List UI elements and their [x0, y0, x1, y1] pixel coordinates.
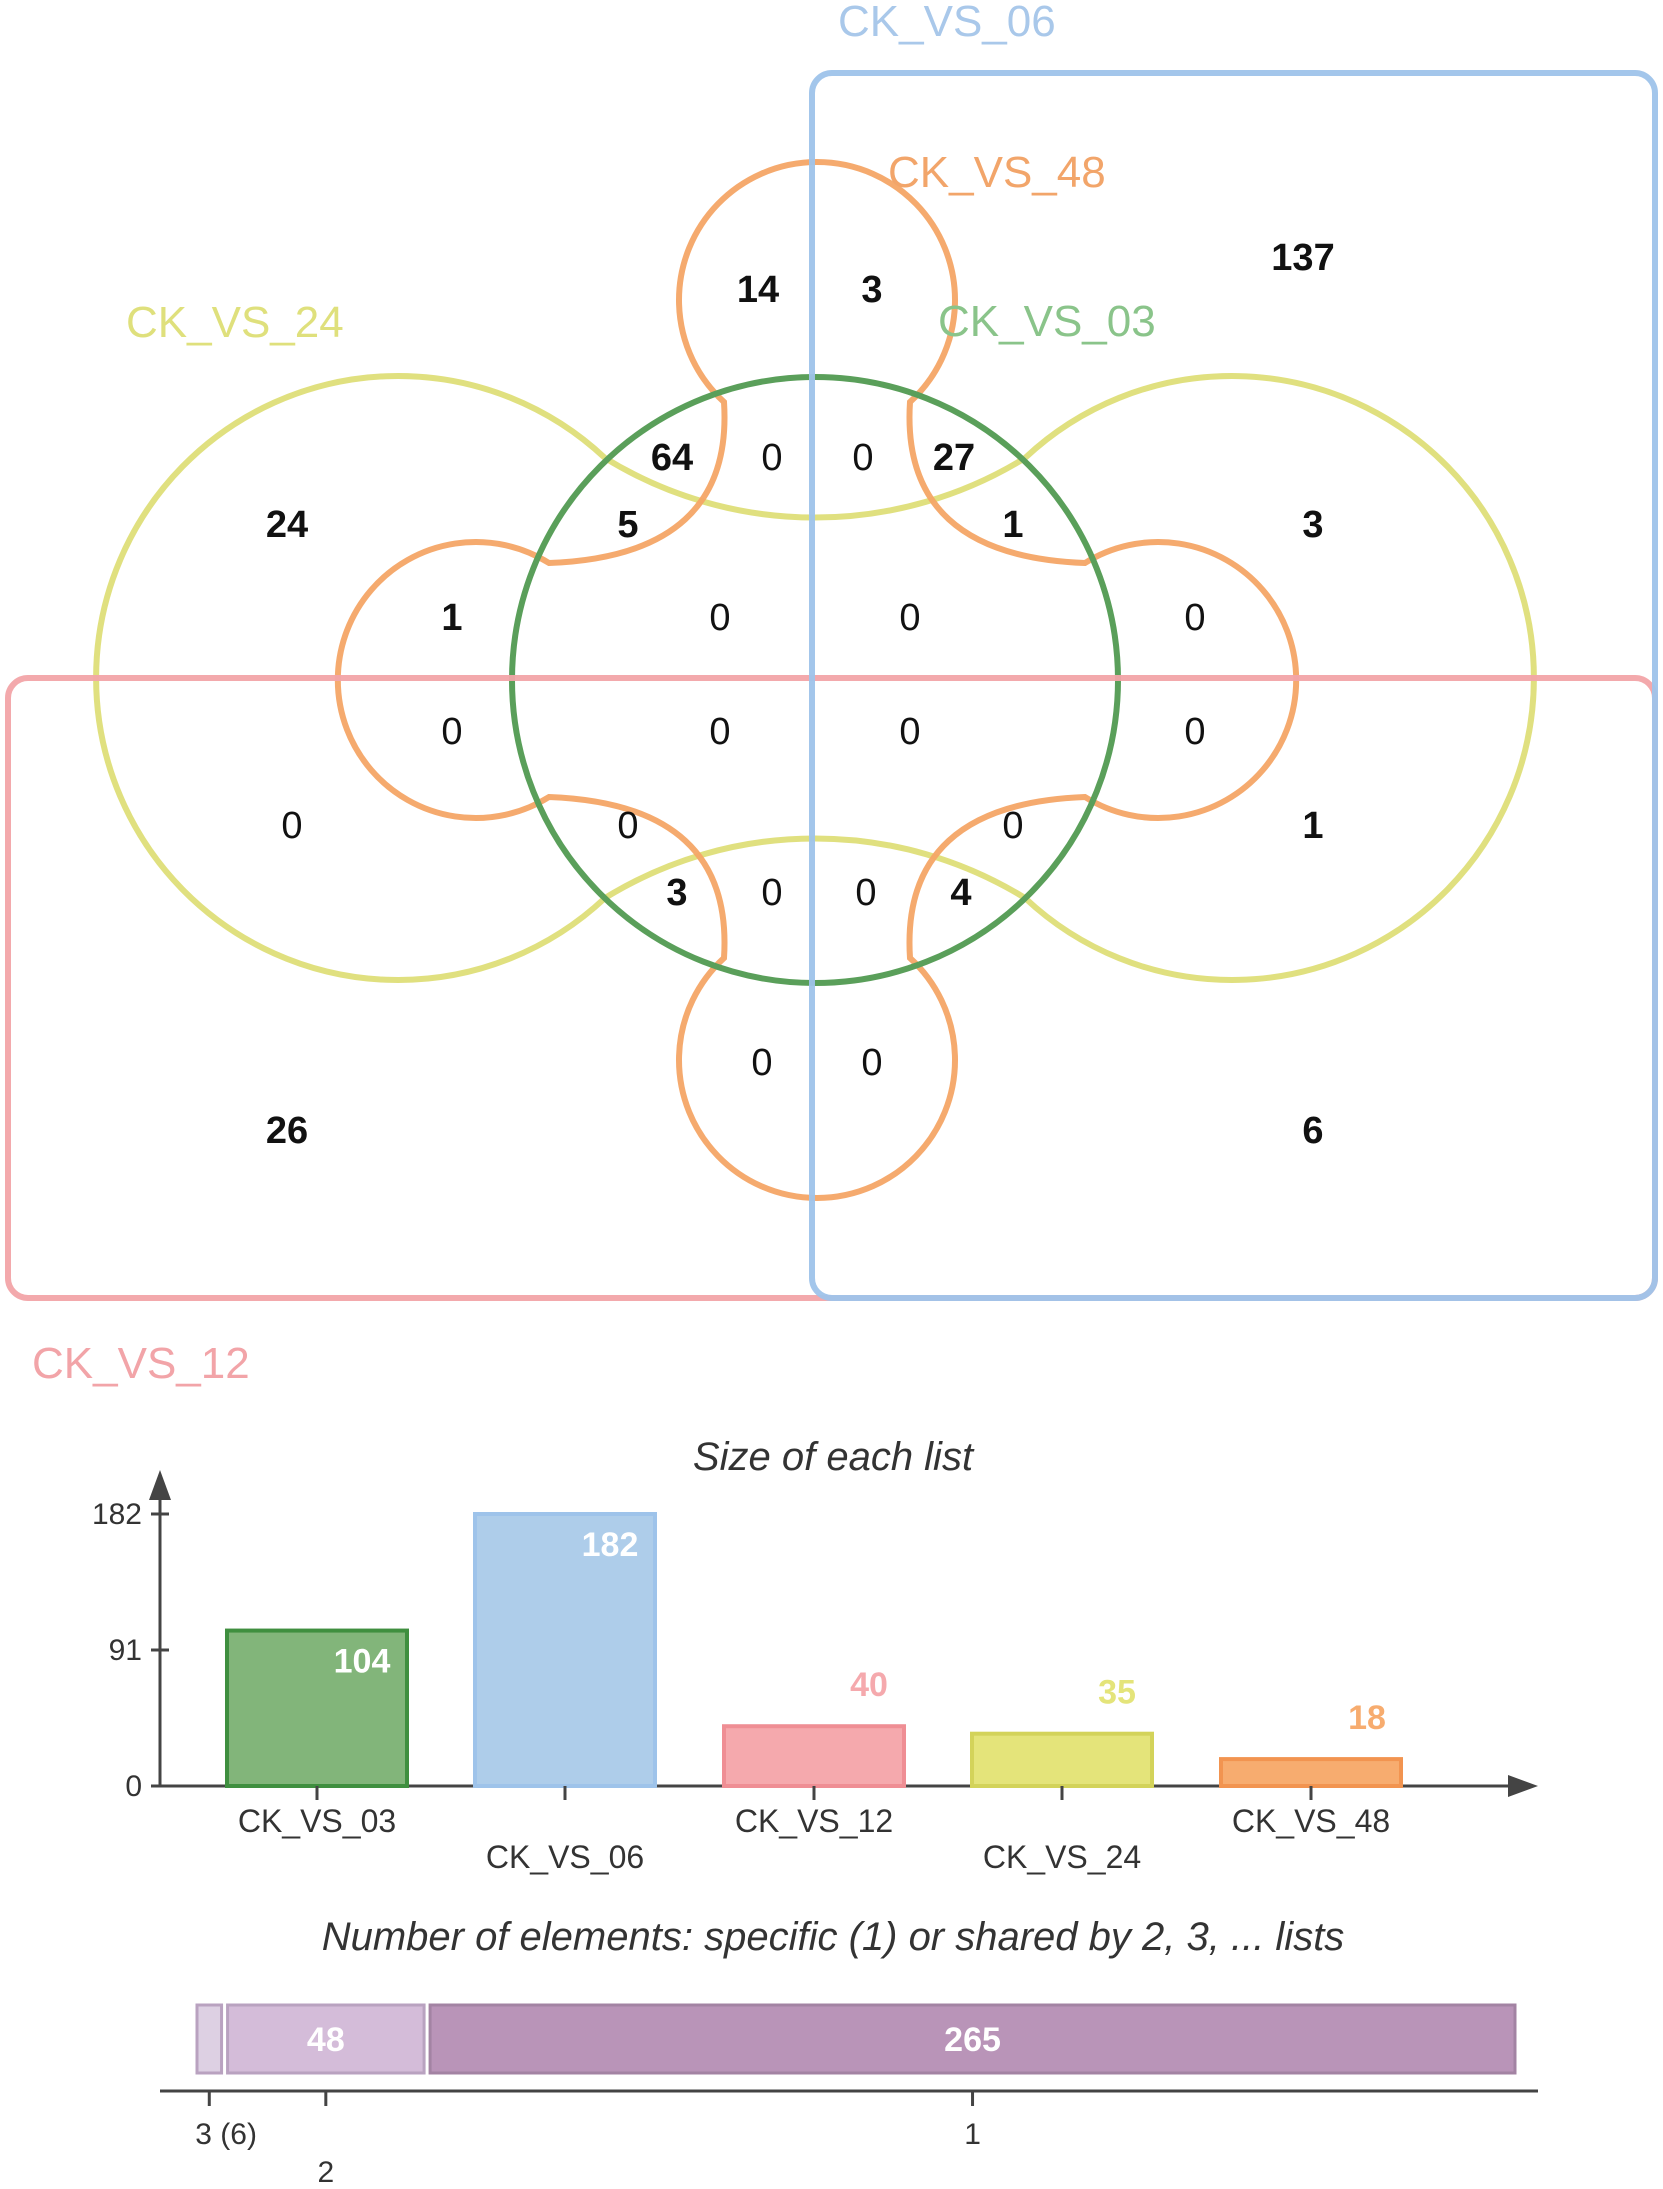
x-tick-label: CK_VS_24: [983, 1839, 1141, 1875]
region-count: 3: [666, 872, 687, 914]
bar-value-label: 40: [850, 1666, 888, 1704]
y-tick-label-1: 91: [109, 1634, 142, 1667]
y-axis-arrow: [149, 1470, 171, 1500]
shared-chart: Number of elements: specific (1) or shar…: [160, 1915, 1538, 2189]
region-count: 0: [617, 805, 638, 847]
shared-bar-segment-1: [428, 2003, 1517, 2075]
shared-chart-title: Number of elements: specific (1) or shar…: [322, 1915, 1345, 1959]
set-label-ck-vs-12: CK_VS_12: [32, 1339, 250, 1388]
region-count: 4: [950, 872, 971, 914]
region-count: 6: [1302, 1110, 1323, 1152]
shared-bar-value-label: 265: [944, 2021, 1001, 2059]
region-count: 1: [441, 597, 462, 639]
bar-value-label: 35: [1098, 1674, 1136, 1712]
region-count: 26: [266, 1110, 308, 1152]
region-count: 64: [651, 437, 693, 479]
bar-ck-vs-48: [1219, 1757, 1403, 1788]
set-label-ck-vs-24: CK_VS_24: [126, 298, 344, 347]
set-label-ck-vs-48: CK_VS_48: [888, 148, 1106, 197]
shared-tick-label-3: 3 (6): [195, 2118, 257, 2151]
set-ck-vs-06-shape: [809, 70, 1658, 1301]
shared-bar-segment-3: [195, 2003, 224, 2075]
set-label-ck-vs-06: CK_VS_06: [838, 0, 1056, 46]
bar-ck-vs-06: [473, 1512, 657, 1788]
region-count: 137: [1271, 237, 1334, 279]
bar-value-label: 18: [1348, 1699, 1386, 1737]
region-count: 0: [855, 872, 876, 914]
region-count: 1: [1002, 504, 1023, 546]
y-tick-label-2: 0: [125, 1770, 142, 1803]
venn-shapes: [5, 70, 1658, 1301]
bar-value-label: 182: [582, 1526, 639, 1564]
bar-ck-vs-24: [970, 1731, 1154, 1788]
shared-bar-segment-2: [226, 2003, 426, 2075]
region-count: 0: [1002, 805, 1023, 847]
venn-set-labels: CK_VS_06 CK_VS_48 CK_VS_24 CK_VS_03 CK_V…: [32, 0, 1156, 1388]
region-count: 0: [441, 711, 462, 753]
region-count: 5: [617, 504, 638, 546]
region-count: 0: [1184, 597, 1205, 639]
x-tick-label: CK_VS_06: [486, 1839, 644, 1875]
region-count: 1: [1302, 805, 1323, 847]
set-ck-vs-12-shape: [5, 675, 1658, 1301]
region-count: 0: [709, 597, 730, 639]
region-count: 0: [861, 1042, 882, 1084]
region-count: 24: [266, 504, 308, 546]
bar-ck-vs-12: [722, 1724, 906, 1788]
y-ticks: 182 91 0: [92, 1498, 169, 1803]
shared-tick-label-1: 1: [964, 2118, 981, 2151]
region-count: 0: [761, 437, 782, 479]
set-ck-vs-48-shape: [334, 159, 1300, 1201]
region-count: 3: [1302, 504, 1323, 546]
venn-region-counts: 14 3 137 64 0 0 27 24 5 1 3 1 0 0 0 0 0 …: [266, 237, 1335, 1152]
shared-tick-label-2: 2: [317, 2156, 334, 2189]
bar-value-label: 104: [334, 1643, 391, 1681]
region-count: 0: [709, 711, 730, 753]
set-label-ck-vs-03: CK_VS_03: [938, 297, 1156, 346]
x-tick-label: CK_VS_12: [735, 1803, 893, 1839]
region-count: 0: [751, 1042, 772, 1084]
size-chart: Size of each list 182 91 0 104 182 40 35…: [92, 1435, 1538, 1875]
region-count: 0: [761, 872, 782, 914]
x-tick-label: CK_VS_48: [1232, 1803, 1390, 1839]
region-count: 0: [281, 805, 302, 847]
size-chart-title: Size of each list: [693, 1435, 975, 1479]
region-count: 0: [1184, 711, 1205, 753]
y-tick-label-0: 182: [92, 1498, 142, 1531]
region-count: 0: [899, 711, 920, 753]
region-count: 27: [933, 437, 975, 479]
x-tick-label: CK_VS_03: [238, 1803, 396, 1839]
region-count: 0: [852, 437, 873, 479]
region-count: 3: [861, 269, 882, 311]
region-count: 14: [737, 269, 779, 311]
shared-bar-value-label: 48: [307, 2021, 345, 2059]
x-axis-arrow: [1508, 1775, 1538, 1797]
region-count: 0: [899, 597, 920, 639]
